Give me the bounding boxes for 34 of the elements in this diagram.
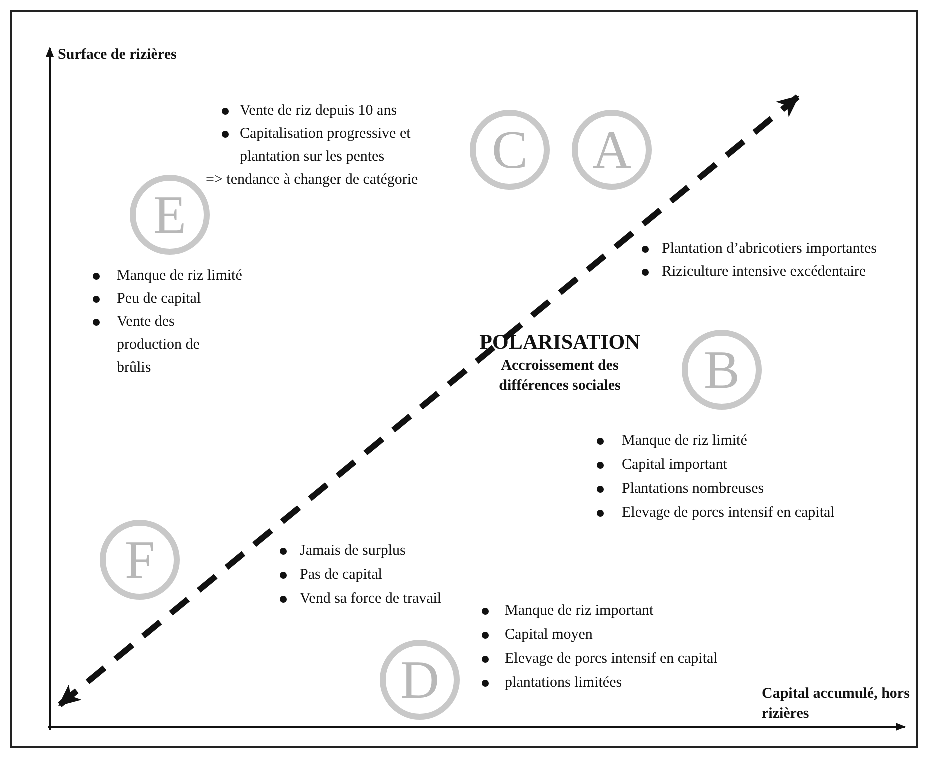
heading-text: POLARISATION [478, 330, 642, 354]
bullet-item: Vente de riz depuis 10 ans [240, 102, 398, 121]
bullet-item: Peu de capital [117, 290, 202, 309]
bullet-item: plantations limitées [505, 674, 624, 693]
bullet-item: Manque de riz limité [622, 432, 748, 451]
bullet-item: Manque de riz limité [117, 267, 244, 286]
circle-outline [100, 520, 180, 600]
bullet-item: Plantations nombreuses [622, 480, 766, 499]
category-letter: D [400, 653, 440, 707]
bullet-item: Vente des production de brûlis [117, 313, 201, 378]
category-letter: E [154, 188, 186, 242]
bullet-item: Riziculture intensive excédentaire [662, 263, 868, 282]
axis-label: Surface de rizières [58, 46, 178, 65]
bullet-item: Elevage de porcs intensif en capital [505, 650, 719, 669]
bullet-item: Capitalisation progressive et plantation sur les pentes [240, 125, 412, 167]
bullet-item: Capital important [622, 456, 728, 475]
bullet-item: Jamais de surplus [300, 542, 407, 561]
bullet-item: Capital moyen [505, 626, 594, 645]
category-letter: F [124, 533, 156, 587]
bullet-item: Plantation d’abricotiers importantes [662, 240, 878, 259]
category-letter: C [492, 123, 528, 177]
circle-outline [572, 110, 652, 190]
bullet-item: Vend sa force de travail [300, 590, 443, 609]
note-text: => tendance à changer de catégorie [206, 171, 420, 190]
bullet-item: Pas de capital [300, 566, 384, 585]
bullet-item: Elevage de porcs intensif en capital [622, 504, 836, 523]
axis-label: Capital accumulé, hors rizières [762, 685, 911, 724]
category-letter: A [592, 123, 632, 177]
category-letter: B [704, 343, 740, 397]
circle-outline [682, 330, 762, 410]
circle-outline [470, 110, 550, 190]
circle-outline [380, 640, 460, 720]
subheading-text: Accroissement des différences sociales [498, 357, 622, 396]
bullet-item: Manque de riz important [505, 602, 655, 621]
